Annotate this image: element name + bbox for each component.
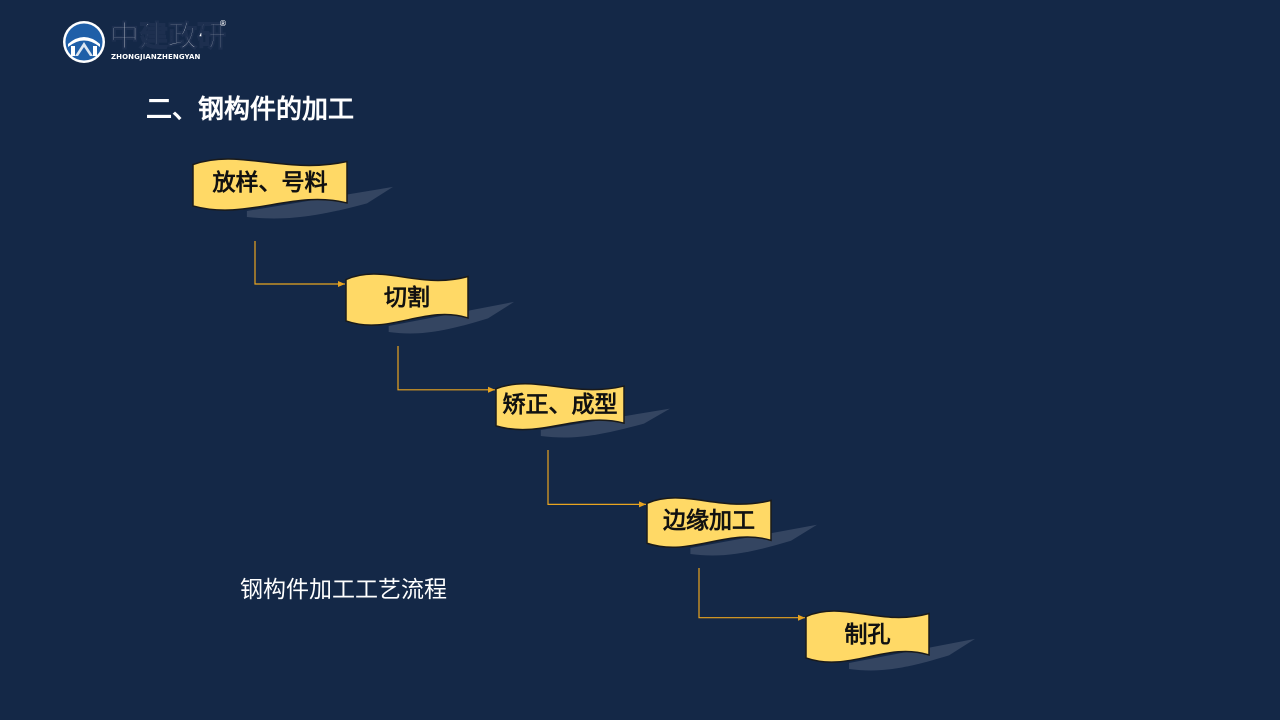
company-logo: 中建政研 ® ZHONGJIANZHENGYAN bbox=[62, 19, 232, 65]
step-banner bbox=[192, 158, 348, 211]
logo-name: 中建政研 bbox=[109, 19, 227, 54]
step-shadow bbox=[540, 408, 670, 438]
flow-connector-arrow bbox=[698, 568, 805, 621]
step-shadow bbox=[690, 524, 817, 556]
step-label: 边缘加工 bbox=[663, 508, 755, 534]
step-shadow bbox=[388, 301, 514, 334]
step-banner bbox=[646, 497, 772, 548]
diagram-caption: 钢构件加工工艺流程 bbox=[240, 577, 447, 603]
step-shadow bbox=[849, 638, 975, 671]
step-banner bbox=[805, 610, 930, 663]
logo-registered-mark: ® bbox=[219, 19, 227, 28]
step-banner bbox=[345, 273, 469, 326]
flow-connector-arrow bbox=[397, 346, 495, 393]
page-title: 二、钢构件的加工 bbox=[146, 95, 355, 125]
step-shadow bbox=[246, 186, 393, 219]
step-label: 切割 bbox=[384, 285, 430, 311]
logo-subtitle: ZHONGJIANZHENGYAN bbox=[111, 53, 201, 61]
step-label: 制孔 bbox=[844, 622, 891, 648]
step-label: 矫正、成型 bbox=[502, 392, 618, 418]
flow-connector-arrow bbox=[547, 450, 646, 508]
logo-emblem-icon bbox=[63, 21, 105, 63]
flow-connector-arrow bbox=[254, 241, 345, 287]
step-banner bbox=[495, 383, 625, 431]
step-label: 放样、号料 bbox=[212, 170, 328, 196]
